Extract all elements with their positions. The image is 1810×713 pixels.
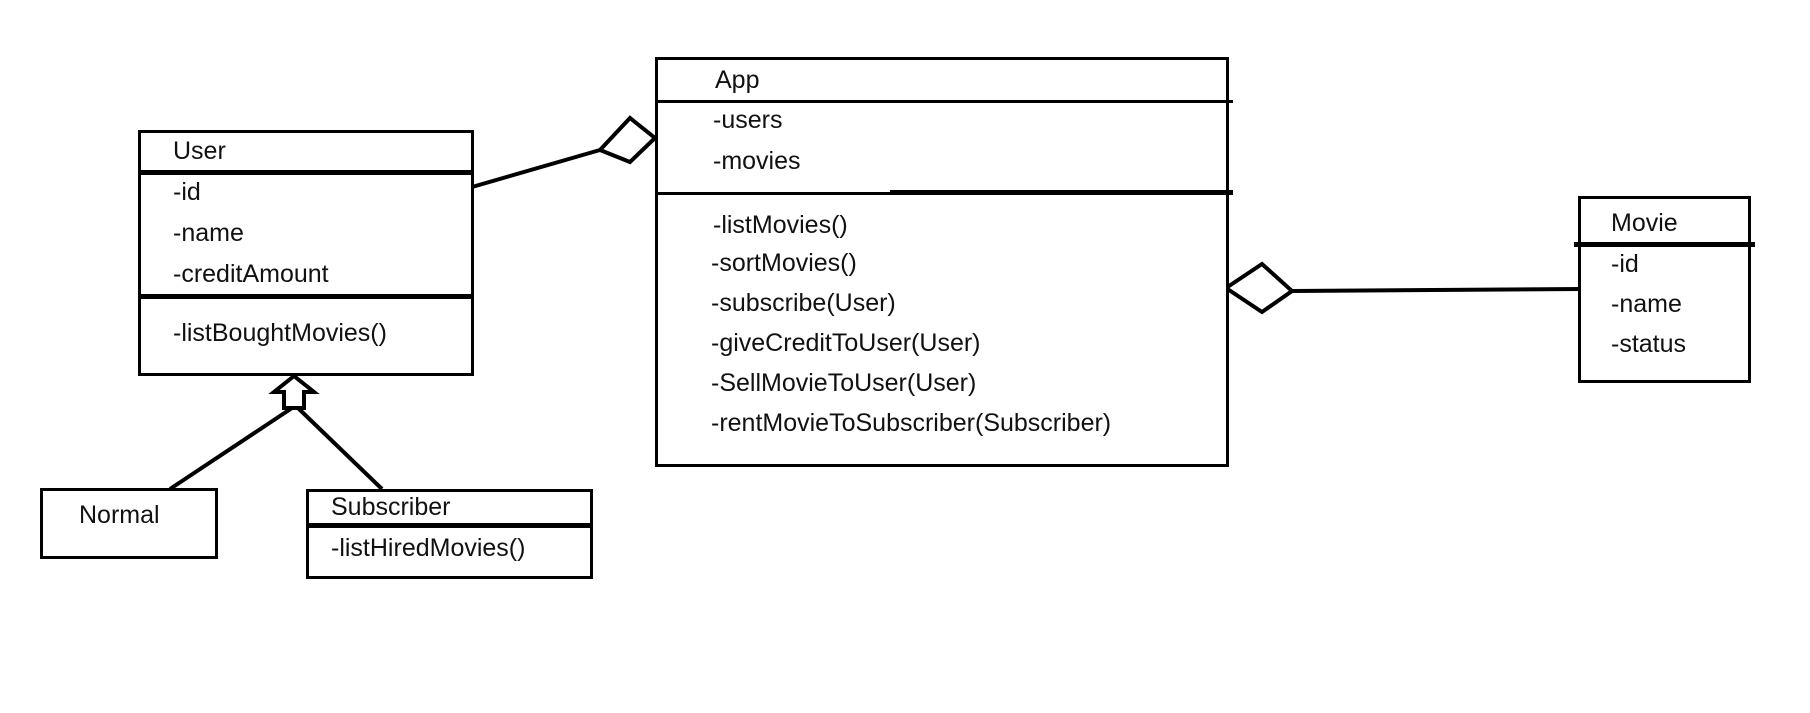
movie-app-association-line — [1291, 287, 1583, 293]
user-app-association-line — [471, 148, 601, 189]
movie-name-divider — [1574, 242, 1755, 247]
app-method-rent-movie-to-subscriber: -rentMovieToSubscriber(Subscriber) — [711, 409, 1112, 437]
app-method-sell-movie-to-user: -SellMovieToUser(User) — [711, 369, 977, 397]
app-attribute-movies: -movies — [713, 147, 801, 175]
class-normal — [40, 488, 218, 559]
app-method-give-credit-to-user: -giveCreditToUser(User) — [711, 329, 981, 357]
subscriber-inheritance-line — [296, 406, 384, 491]
movie-class-name: Movie — [1611, 209, 1678, 237]
app-attribute-users: -users — [713, 106, 783, 134]
user-method-list-bought-movies: -listBoughtMovies() — [173, 319, 387, 347]
app-method-list-movies: -listMovies() — [713, 211, 848, 239]
subscriber-method-list-hired-movies: -listHiredMovies() — [331, 534, 526, 562]
class-app — [655, 57, 1229, 467]
app-attr-divider-left — [655, 192, 895, 195]
movie-attribute-id: -id — [1611, 250, 1639, 278]
user-name-divider — [138, 170, 474, 175]
normal-inheritance-line — [168, 406, 294, 491]
app-method-subscribe: -subscribe(User) — [711, 289, 896, 317]
movie-app-aggregation-diamond — [1222, 261, 1296, 315]
normal-class-name: Normal — [79, 501, 160, 529]
app-attr-divider-right — [890, 190, 1233, 195]
movie-attribute-name: -name — [1611, 290, 1682, 318]
class-subscriber — [306, 489, 593, 579]
subscriber-class-name: Subscriber — [331, 493, 451, 521]
app-class-name: App — [715, 66, 760, 94]
app-name-divider — [655, 100, 1233, 103]
user-app-aggregation-diamond — [596, 115, 659, 165]
user-class-name: User — [173, 137, 226, 165]
subscriber-name-divider — [306, 523, 593, 528]
user-attr-divider — [138, 294, 474, 299]
user-attribute-id: -id — [173, 178, 201, 206]
app-method-sort-movies: -sortMovies() — [711, 249, 857, 277]
inheritance-arrow-head — [268, 373, 320, 410]
movie-attribute-status: -status — [1611, 330, 1687, 358]
user-attribute-name: -name — [173, 219, 244, 247]
class-movie — [1578, 196, 1751, 383]
user-attribute-credit-amount: -creditAmount — [173, 260, 329, 288]
